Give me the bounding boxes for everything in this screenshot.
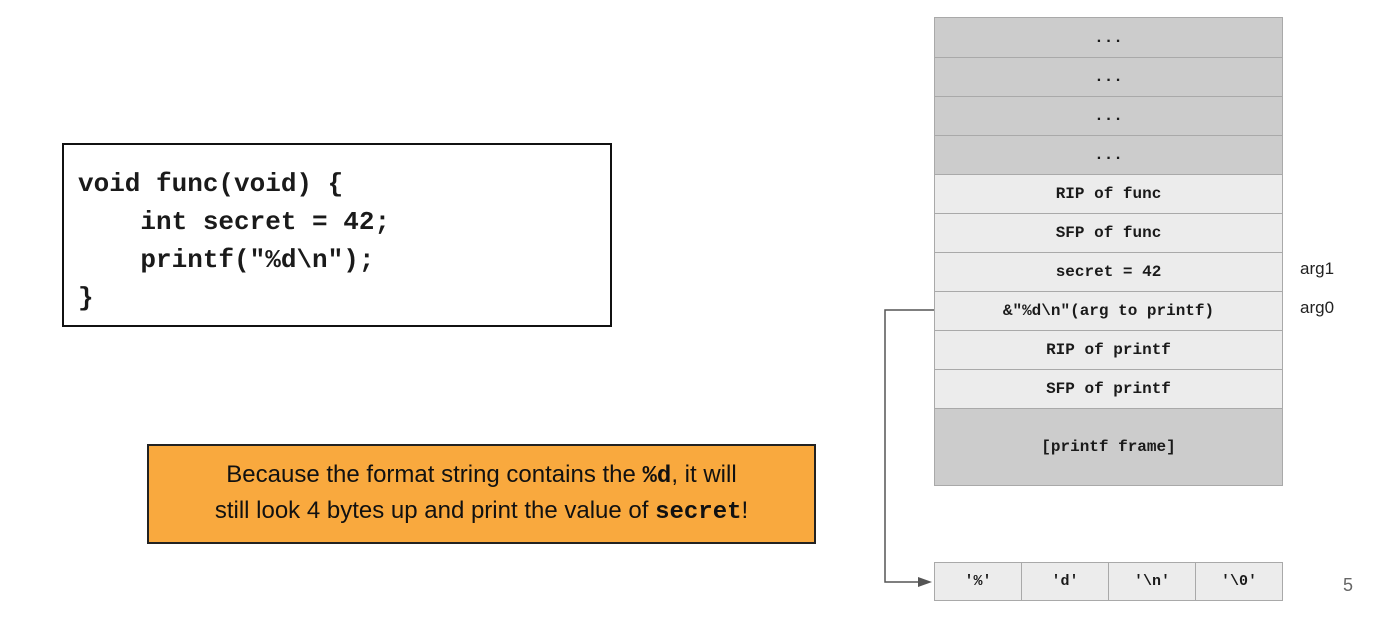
page-number: 5: [1343, 575, 1354, 595]
callout-text: !: [741, 497, 749, 524]
stack-cell-secret: secret = 42: [935, 252, 1282, 291]
code-line-3: printf("%d\n");: [78, 245, 375, 275]
stack-cell-ellipsis: ...: [935, 135, 1282, 174]
code-line-2: int secret = 42;: [78, 207, 391, 237]
callout-text: still look 4 bytes up and print the valu…: [214, 497, 656, 524]
stack-cell-rip-func: RIP of func: [935, 174, 1282, 213]
code-line-1: void func(void) {: [78, 169, 344, 199]
format-string-bytes: '%' 'd' '\n' '\0': [934, 562, 1283, 601]
byte-cell: 'd': [1021, 563, 1108, 600]
arg1-label: arg1: [1300, 259, 1335, 278]
stack-cell-ellipsis: ...: [935, 57, 1282, 96]
callout-code-secret: secret: [655, 499, 742, 526]
code-box: void func(void) { int secret = 42; print…: [62, 143, 612, 327]
callout-text: , it will: [671, 461, 737, 488]
code-line-4: }: [78, 283, 94, 313]
byte-cell: '\n': [1108, 563, 1195, 600]
callout-line-1: Because the format string contains the %…: [226, 458, 736, 494]
byte-cell: '\0': [1195, 563, 1282, 600]
stack-cell-rip-printf: RIP of printf: [935, 330, 1282, 369]
stack-cell-format-arg: &"%d\n"(arg to printf): [935, 291, 1282, 330]
stack-diagram: ... ... ... ... RIP of func SFP of func …: [934, 17, 1283, 486]
stack-cell-printf-frame: [printf frame]: [935, 408, 1282, 485]
stack-cell-ellipsis: ...: [935, 96, 1282, 135]
stack-cell-ellipsis: ...: [935, 18, 1282, 57]
stack-cell-sfp-printf: SFP of printf: [935, 369, 1282, 408]
callout-text: Because the format string contains the: [226, 461, 643, 488]
callout-code-format: %d: [642, 463, 672, 490]
arg0-label: arg0: [1300, 298, 1335, 317]
stack-cell-sfp-func: SFP of func: [935, 213, 1282, 252]
callout-line-2: still look 4 bytes up and print the valu…: [215, 494, 748, 530]
explanation-callout: Because the format string contains the %…: [147, 444, 816, 544]
byte-cell: '%': [964, 573, 992, 590]
